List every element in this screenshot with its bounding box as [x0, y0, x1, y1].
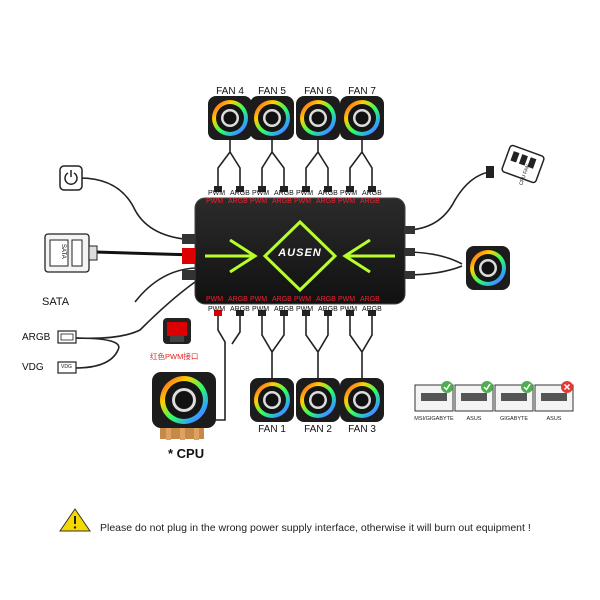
outer-label-argb: ARGB: [230, 190, 250, 197]
power-button-icon: [59, 165, 83, 191]
fan-5-label: FAN 5: [258, 86, 286, 97]
outer-label-pwm: PWM: [208, 306, 226, 313]
fan-3-image: [340, 378, 384, 422]
outer-label-pwm: PWM: [340, 190, 358, 197]
left-wires: [74, 177, 196, 369]
sata-cable: [94, 250, 196, 257]
argb-plug-icon: [57, 330, 77, 344]
vdg-plug-icon: [57, 361, 77, 374]
outer-label-argb: ARGB: [318, 190, 338, 197]
warning-icon: [59, 508, 91, 532]
port-label-bottom-argb: ARGB: [228, 296, 248, 303]
outer-label-argb: ARGB: [274, 190, 294, 197]
mb-label-asus: ASUS: [546, 416, 562, 422]
vdg-plug-text: VDG: [61, 364, 72, 370]
outer-label-pwm: PWM: [252, 306, 270, 313]
top-fan-wires: [217, 140, 373, 190]
port-label-top-pwm: PWM: [294, 198, 312, 205]
cpu-cooler-image: [152, 372, 216, 440]
outer-label-pwm: PWM: [296, 190, 314, 197]
port-label-bottom-argb: ARGB: [360, 296, 380, 303]
red-pwm-connector-icon: [163, 318, 191, 344]
fan-4-label: FAN 4: [216, 86, 244, 97]
outer-label-pwm: PWM: [252, 190, 270, 197]
port-label-top-pwm: PWM: [206, 198, 224, 205]
port-label-bottom-pwm: PWM: [338, 296, 356, 303]
outer-label-argb: ARGB: [230, 306, 250, 313]
warning-text: Please do not plug in the wrong power su…: [100, 522, 531, 534]
mb-compat-icons: [414, 381, 574, 412]
fan-2-label: FAN 2: [304, 424, 332, 435]
outer-label-argb: ARGB: [274, 306, 294, 313]
fan-1-image: [250, 378, 294, 422]
outer-label-pwm: PWM: [340, 306, 358, 313]
port-label-top-argb: ARGB: [316, 198, 336, 205]
port-label-bottom-pwm: PWM: [294, 296, 312, 303]
cpu-fan-connector-icon: [486, 144, 545, 184]
right-fan-image: [466, 246, 510, 290]
outer-label-argb: ARGB: [318, 306, 338, 313]
fan-7-label: FAN 7: [348, 86, 376, 97]
port-label-bottom-argb: ARGB: [272, 296, 292, 303]
port-label-top-pwm: PWM: [338, 198, 356, 205]
outer-label-pwm: PWM: [208, 190, 226, 197]
fan-6-image: [296, 96, 340, 140]
sata-connector-icon: [44, 233, 98, 273]
port-label-top-argb: ARGB: [228, 198, 248, 205]
fan-3-label: FAN 3: [348, 424, 376, 435]
hub-body: [182, 197, 415, 305]
outer-label-pwm: PWM: [296, 306, 314, 313]
fan-7-image: [340, 96, 384, 140]
port-label-bottom-argb: ARGB: [316, 296, 336, 303]
fan-5-image: [250, 96, 294, 140]
mb-label-gigabyte: GIGABYTE: [499, 416, 529, 422]
cpu-label: * CPU: [168, 446, 205, 461]
argb-label: ARGB: [22, 332, 51, 343]
port-label-top-argb: ARGB: [360, 198, 380, 205]
port-label-top-argb: ARGB: [272, 198, 292, 205]
port-label-bottom-pwm: PWM: [250, 296, 268, 303]
fan-2-image: [296, 378, 340, 422]
sata-plug-text: SATA: [60, 244, 66, 259]
sata-label: SATA: [42, 296, 70, 308]
fan-1-label: FAN 1: [258, 424, 286, 435]
port-label-bottom-pwm: PWM: [206, 296, 224, 303]
hub-brand-logo: AUSEN: [278, 247, 322, 259]
outer-label-argb: ARGB: [362, 190, 382, 197]
outer-label-argb: ARGB: [362, 306, 382, 313]
red-pwm-caption: 红色PWM接口: [150, 352, 199, 361]
vdg-label: VDG: [22, 362, 44, 373]
fan-4-image: [208, 96, 252, 140]
port-label-top-pwm: PWM: [250, 198, 268, 205]
bottom-fan-wires: [200, 312, 373, 421]
hub-port-stubs: [214, 186, 376, 316]
fan-6-label: FAN 6: [304, 86, 332, 97]
mb-label-msi-gigabyte: MSI/GIGABYTE: [414, 416, 454, 422]
mb-label-asus: ASUS: [466, 416, 482, 422]
